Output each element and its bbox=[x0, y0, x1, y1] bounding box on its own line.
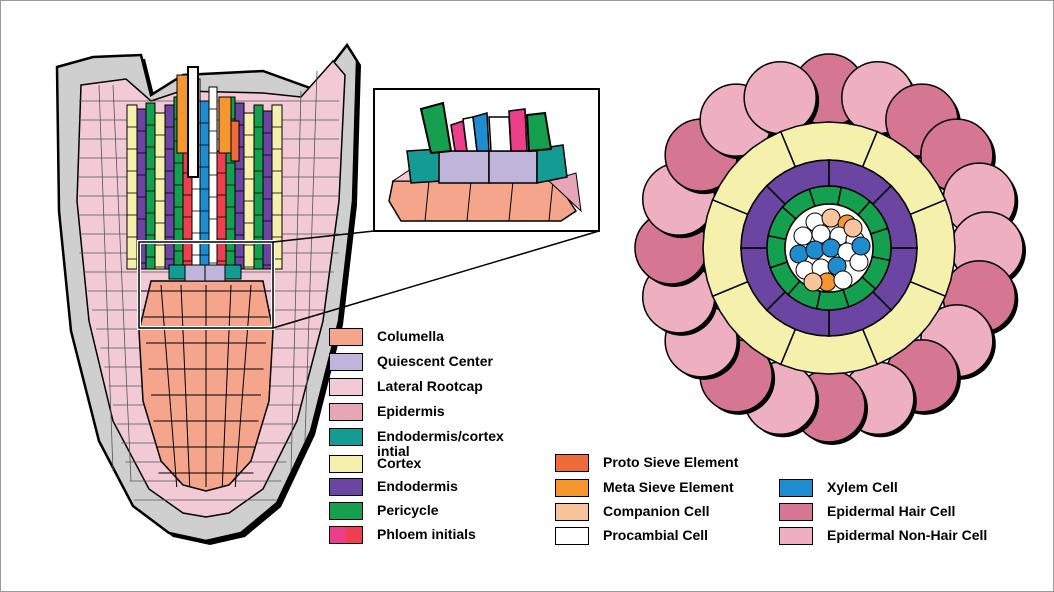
epidermal-hair-cell-swatch bbox=[779, 503, 813, 521]
inset-columella bbox=[389, 181, 576, 221]
vascular-file bbox=[244, 113, 254, 269]
legend-item-columella: Columella bbox=[329, 328, 444, 346]
qc-cell bbox=[185, 265, 205, 281]
legend-item-epidermal-hair-cell: Epidermal Hair Cell bbox=[779, 503, 955, 521]
procambial-file bbox=[188, 67, 198, 177]
stele-cell bbox=[844, 219, 862, 237]
legend-label-cortex: Cortex bbox=[377, 455, 421, 471]
procambial-cell-swatch bbox=[555, 527, 589, 545]
legend-label-lateral-rootcap: Lateral Rootcap bbox=[377, 378, 483, 394]
epidermal-non-hair-cell-swatch bbox=[779, 527, 813, 545]
proto-sieve-element-swatch bbox=[555, 454, 589, 472]
columella-swatch bbox=[329, 328, 363, 346]
inset-initial-left bbox=[407, 149, 441, 183]
inset-qc-right bbox=[489, 151, 537, 183]
vascular-file bbox=[146, 103, 155, 269]
legend-label-pericycle: Pericycle bbox=[377, 502, 439, 518]
pericycle-cell bbox=[767, 236, 787, 268]
epidermal-non-hair-cell bbox=[744, 62, 816, 134]
vascular-file bbox=[263, 111, 272, 269]
inset-procambial-right bbox=[489, 117, 511, 151]
vascular-file bbox=[165, 105, 174, 269]
legend-item-cortex: Cortex bbox=[329, 455, 421, 473]
legend-item-phloem-initials: Phloem initials bbox=[329, 526, 476, 544]
root-cross-section bbox=[635, 54, 1026, 445]
phloem-initials-swatch bbox=[329, 526, 363, 544]
pericycle-cell bbox=[871, 228, 891, 260]
legend-label-meta-sieve-element: Meta Sieve Element bbox=[603, 479, 734, 495]
qc-cell bbox=[205, 265, 225, 281]
legend-item-epidermis: Epidermis bbox=[329, 403, 445, 421]
stele-cell bbox=[834, 271, 852, 289]
legend-item-pericycle: Pericycle bbox=[329, 502, 439, 520]
stele-cell bbox=[822, 209, 840, 227]
pericycle-cell bbox=[817, 290, 849, 310]
legend-item-meta-sieve-element: Meta Sieve Element bbox=[555, 479, 734, 497]
stele-cell bbox=[806, 241, 824, 259]
legend-label-proto-sieve-element: Proto Sieve Element bbox=[603, 454, 738, 470]
legend-label-epidermis: Epidermis bbox=[377, 403, 445, 419]
endodermis-swatch bbox=[329, 478, 363, 496]
stele-cell bbox=[790, 245, 808, 263]
legend-item-xylem-cell: Xylem Cell bbox=[779, 479, 898, 497]
endodermis-cortex-initial-swatch bbox=[329, 428, 363, 446]
initial-cell bbox=[169, 265, 185, 279]
stele-cell bbox=[850, 253, 868, 271]
initial-cell bbox=[225, 265, 241, 279]
legend-label-epidermal-hair-cell: Epidermal Hair Cell bbox=[827, 503, 955, 519]
vascular-file bbox=[217, 151, 226, 269]
legend-item-companion-cell: Companion Cell bbox=[555, 503, 710, 521]
legend-label-xylem-cell: Xylem Cell bbox=[827, 479, 898, 495]
legend-label-procambial-cell: Procambial Cell bbox=[603, 527, 708, 543]
pericycle-swatch bbox=[329, 502, 363, 520]
inset-phloem-right bbox=[509, 109, 527, 151]
legend-item-endodermis: Endodermis bbox=[329, 478, 458, 496]
legend-item-epidermal-non-hair-cell: Epidermal Non-Hair Cell bbox=[779, 527, 987, 545]
legend-label-phloem-initials: Phloem initials bbox=[377, 526, 476, 542]
legend-item-quiescent-center: Quiescent Center bbox=[329, 353, 493, 371]
legend-item-procambial-cell: Procambial Cell bbox=[555, 527, 708, 545]
lateral-rootcap-swatch bbox=[329, 378, 363, 396]
meta-sieve-element-swatch bbox=[555, 479, 589, 497]
vascular-file bbox=[155, 113, 165, 269]
pericycle-cell bbox=[809, 186, 841, 206]
stele-cell bbox=[804, 273, 822, 291]
legend-item-lateral-rootcap: Lateral Rootcap bbox=[329, 378, 483, 396]
cortex-swatch bbox=[329, 455, 363, 473]
sieve-element bbox=[231, 121, 239, 161]
stele-cell bbox=[794, 227, 812, 245]
epidermis-swatch bbox=[329, 403, 363, 421]
stele-cell bbox=[822, 239, 840, 257]
legend-label-companion-cell: Companion Cell bbox=[603, 503, 710, 519]
xylem-cell-swatch bbox=[779, 479, 813, 497]
legend-label-endodermis: Endodermis bbox=[377, 478, 458, 494]
companion-cell-swatch bbox=[555, 503, 589, 521]
stele-cell bbox=[852, 237, 870, 255]
vascular-file bbox=[254, 105, 263, 269]
legend-item-proto-sieve-element: Proto Sieve Element bbox=[555, 454, 738, 472]
quiescent-center-swatch bbox=[329, 353, 363, 371]
legend-label-quiescent-center: Quiescent Center bbox=[377, 353, 493, 369]
vascular-file bbox=[127, 105, 137, 269]
inset-qc-left bbox=[439, 151, 489, 183]
stem-cell-niche-inset bbox=[374, 89, 599, 231]
sieve-element bbox=[219, 97, 231, 153]
legend-label-columella: Columella bbox=[377, 328, 444, 344]
legend-label-epidermal-non-hair-cell: Epidermal Non-Hair Cell bbox=[827, 527, 987, 543]
